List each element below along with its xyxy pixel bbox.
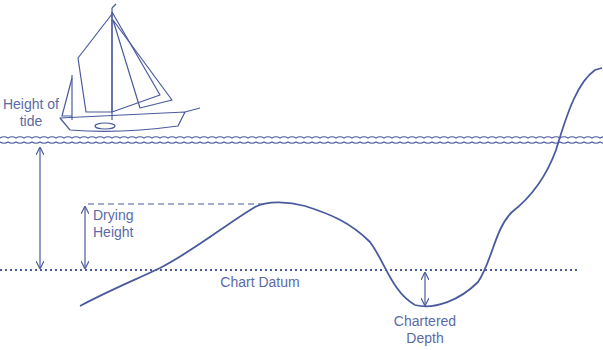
sailing-boat: [60, 4, 200, 131]
chart-datum-line: [0, 269, 580, 271]
wave-line: [0, 137, 603, 138]
drying-height-label: Drying Height: [93, 207, 149, 241]
charted-depth-label: Chartered Depth: [385, 313, 465, 347]
boat-hull: [60, 112, 185, 131]
wave-line: [0, 142, 603, 143]
drying-height-arrow: [84, 207, 85, 268]
pennant: [112, 4, 116, 8]
drying-level-line: [88, 203, 268, 204]
height-of-tide-arrow: [39, 148, 40, 268]
mizzen-sail: [62, 78, 72, 116]
tide-height-label: Height of tide: [2, 96, 60, 130]
spritsail: [78, 14, 112, 112]
water-surface: [0, 137, 603, 144]
leeboard: [95, 123, 115, 129]
charted-depth-arrow: [424, 273, 425, 305]
bowsprit: [185, 108, 200, 112]
chart-datum-label: Chart Datum: [200, 274, 320, 291]
jib-sail: [113, 20, 172, 108]
seabed-profile: [80, 68, 602, 306]
